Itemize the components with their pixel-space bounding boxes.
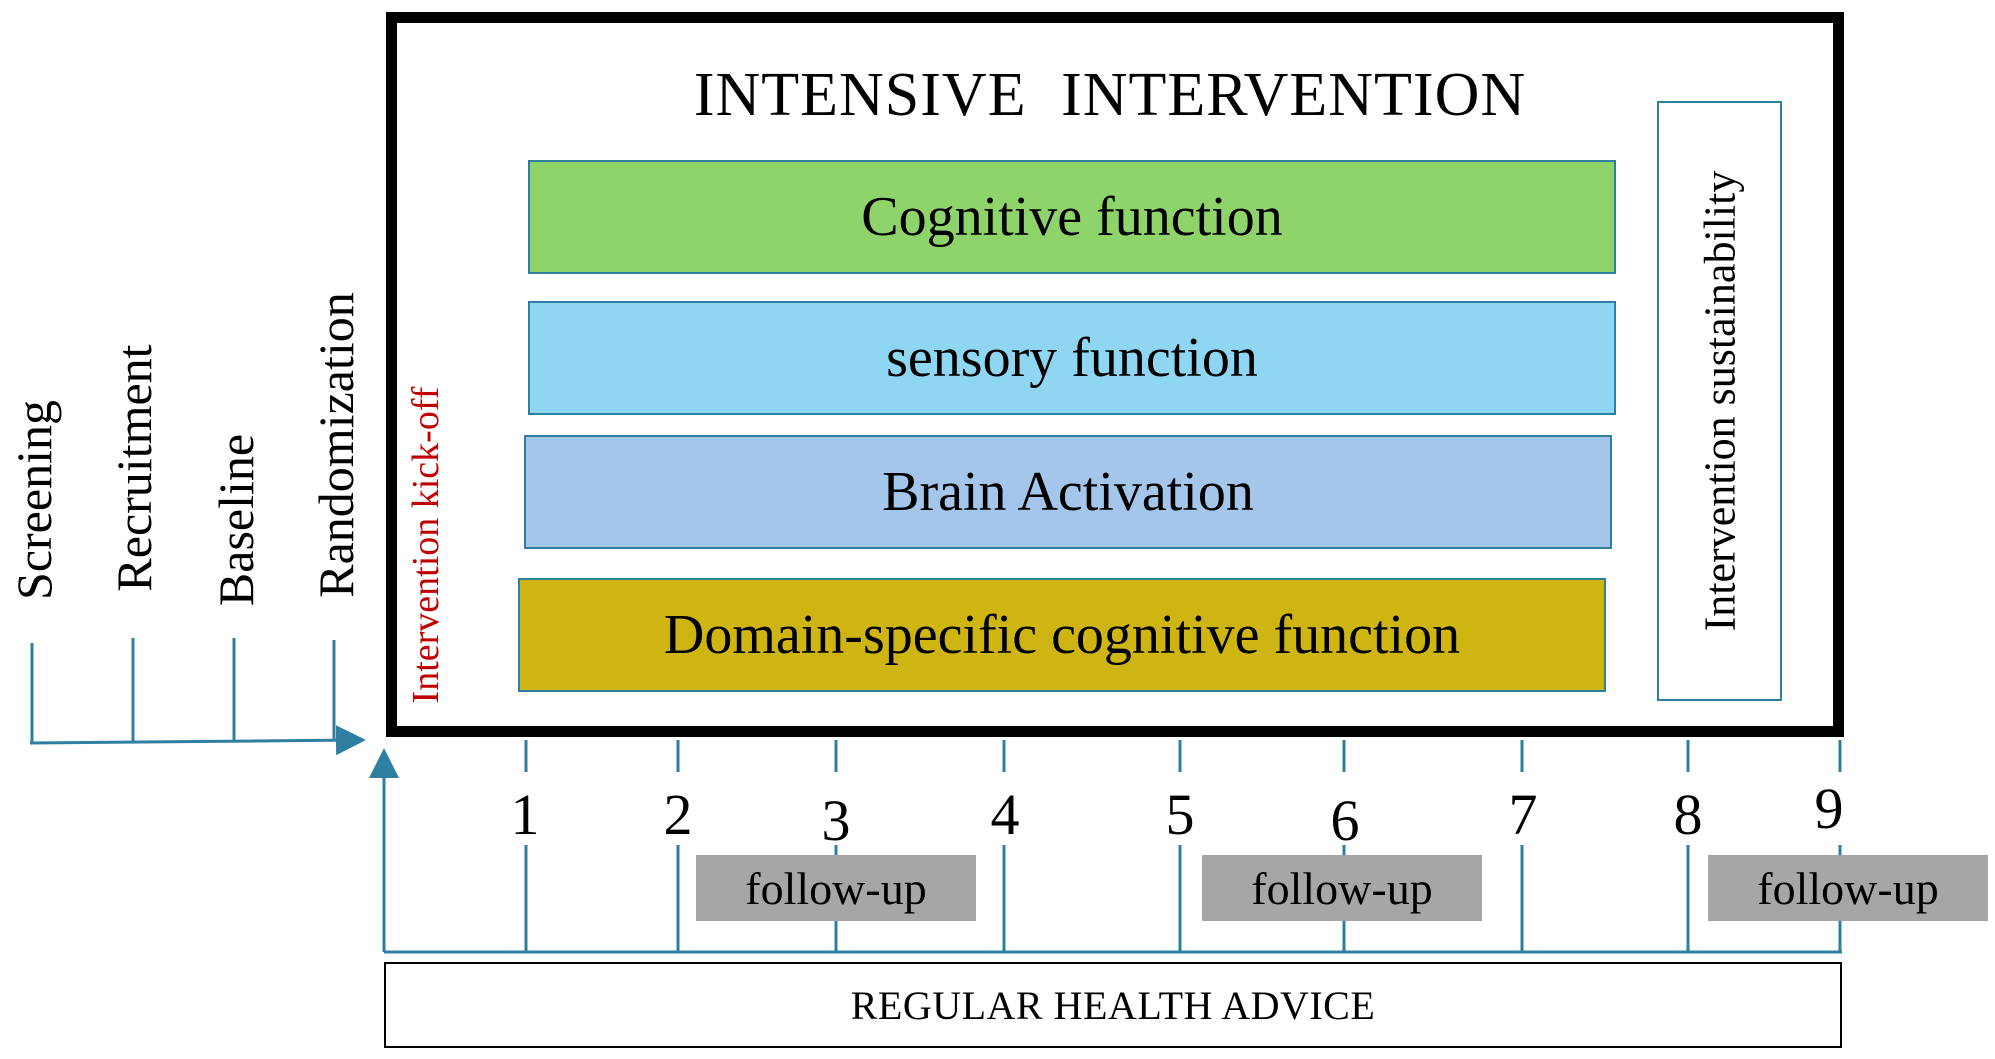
timeline-tick-label: 9 (1814, 776, 1844, 841)
timeline-tick-label: 8 (1673, 782, 1703, 847)
follow-up-badge-1: follow-up (696, 855, 976, 921)
timeline-tick-label: 4 (990, 782, 1020, 847)
phase-randomization: Randomization (308, 292, 364, 598)
component-sensory-function: sensory function (528, 301, 1616, 415)
phase-baseline: Baseline (208, 433, 264, 607)
pre-phase-timeline (29, 638, 366, 756)
timeline-tick-label: 7 (1508, 782, 1538, 847)
component-cognitive-function: Cognitive function (528, 160, 1616, 274)
intervention-sustainability-label: Intervention sustainability (1695, 170, 1744, 632)
follow-up-badge-2: follow-up (1202, 855, 1482, 921)
follow-up-badge-3: follow-up (1708, 855, 1988, 921)
pre-phase-baseline (29, 725, 366, 756)
phase-screening: Screening (6, 400, 62, 600)
timeline-tick-label: 2 (663, 782, 693, 847)
intervention-kickoff-label: Intervention kick-off (405, 386, 447, 704)
phase-recruitment: Recruitment (106, 344, 162, 592)
intervention-sustainability-box: Intervention sustainability (1657, 101, 1782, 701)
timeline-tick-label: 1 (510, 782, 540, 847)
regular-health-advice-box: REGULAR HEALTH ADVICE (384, 962, 1842, 1048)
component-brain-activation: Brain Activation (524, 435, 1612, 549)
timeline-tick-label: 6 (1330, 788, 1360, 853)
timeline-tick-label: 3 (821, 788, 851, 853)
intervention-timeline (369, 740, 1842, 954)
timeline-tick-label: 5 (1165, 782, 1195, 847)
component-domain-specific-cognitive-function: Domain-specific cognitive function (518, 578, 1606, 692)
intensive-intervention-title: INTENSIVE INTERVENTION (693, 61, 1527, 129)
